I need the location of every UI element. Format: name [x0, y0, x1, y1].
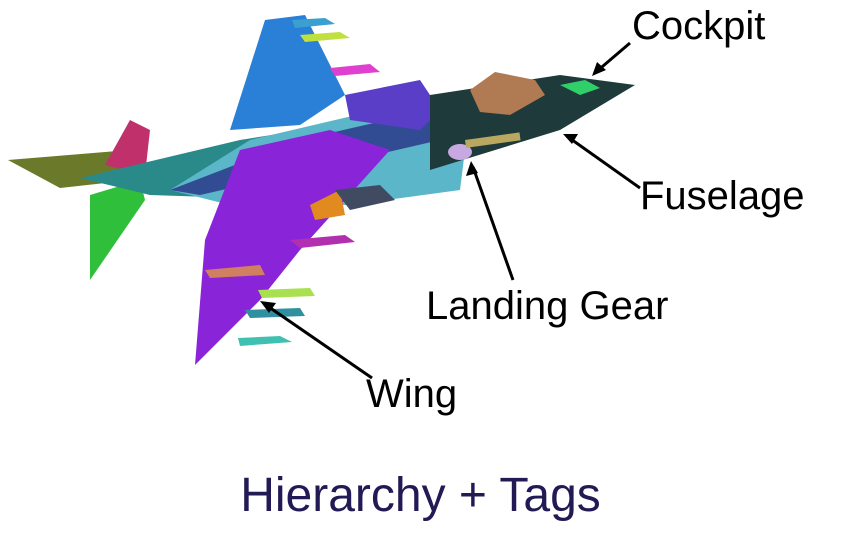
- landing-gear-shape: [448, 144, 472, 160]
- arrowheads: [260, 62, 606, 313]
- cockpit-patch: [560, 80, 600, 95]
- tail-fin-magenta: [105, 120, 150, 175]
- cockpit-arrowhead: [592, 62, 606, 76]
- tail-fin-green: [90, 180, 145, 280]
- pod: [335, 185, 395, 210]
- landing-gear-label: Landing Gear: [426, 284, 669, 328]
- store-1: [290, 235, 355, 248]
- wing-arrowhead: [260, 301, 276, 313]
- main-wing: [195, 130, 390, 365]
- fuselage-arrowhead: [563, 134, 578, 144]
- store-top-2: [300, 32, 350, 42]
- store-top-1: [292, 18, 335, 28]
- store-2: [205, 265, 265, 278]
- underside-part: [310, 190, 345, 220]
- landing-gear-arrow: [471, 166, 515, 281]
- canopy: [470, 72, 545, 115]
- upper-wing: [230, 15, 345, 130]
- wing-arrow: [265, 303, 373, 380]
- store-5: [238, 336, 292, 346]
- store-top-3: [330, 64, 380, 76]
- fuselage-arrow: [567, 135, 641, 190]
- wing-label: Wing: [366, 372, 458, 416]
- cockpit-label: Cockpit: [632, 4, 766, 48]
- slide-title: Hierarchy + Tags: [240, 469, 601, 522]
- landing-gear-arrowhead: [466, 161, 478, 176]
- fuselage-label: Fuselage: [640, 174, 805, 218]
- intake: [345, 80, 440, 130]
- gear-strut: [464, 132, 521, 148]
- store-3: [258, 288, 315, 298]
